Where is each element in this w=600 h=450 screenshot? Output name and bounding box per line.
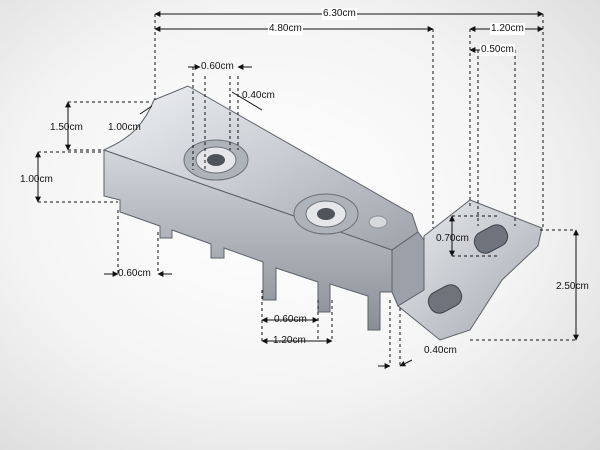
label-plate-thickness: 0.40cm [424, 345, 457, 356]
label-hole-inner: 0.40cm [242, 90, 275, 101]
label-tab-hole-height: 0.70cm [436, 233, 469, 244]
label-tooth-width: 0.60cm [274, 314, 307, 325]
tab-slot-upper [473, 224, 509, 254]
label-end-offset: 0.60cm [118, 268, 151, 279]
label-top-notch: 1.00cm [108, 122, 141, 133]
label-tab-hole: 0.50cm [480, 44, 515, 56]
label-side-height: 1.00cm [20, 174, 53, 185]
plate-hole [368, 215, 388, 229]
label-main-length: 4.80cm [268, 23, 303, 35]
label-hole-diameter: 0.60cm [201, 61, 234, 72]
bracket-side-face [103, 149, 393, 331]
tab-slot-lower [427, 284, 463, 314]
label-tooth-pitch: 1.20cm [273, 335, 306, 346]
label-overall-length: 6.30cm [322, 8, 357, 20]
extension-lines [38, 14, 576, 366]
label-tab-width: 1.20cm [490, 23, 525, 35]
label-tab-height: 2.50cm [556, 281, 589, 292]
washer-right [293, 193, 359, 235]
washer-left [183, 139, 249, 181]
label-top-height: 1.50cm [50, 122, 83, 133]
bracket-part [102, 85, 543, 341]
